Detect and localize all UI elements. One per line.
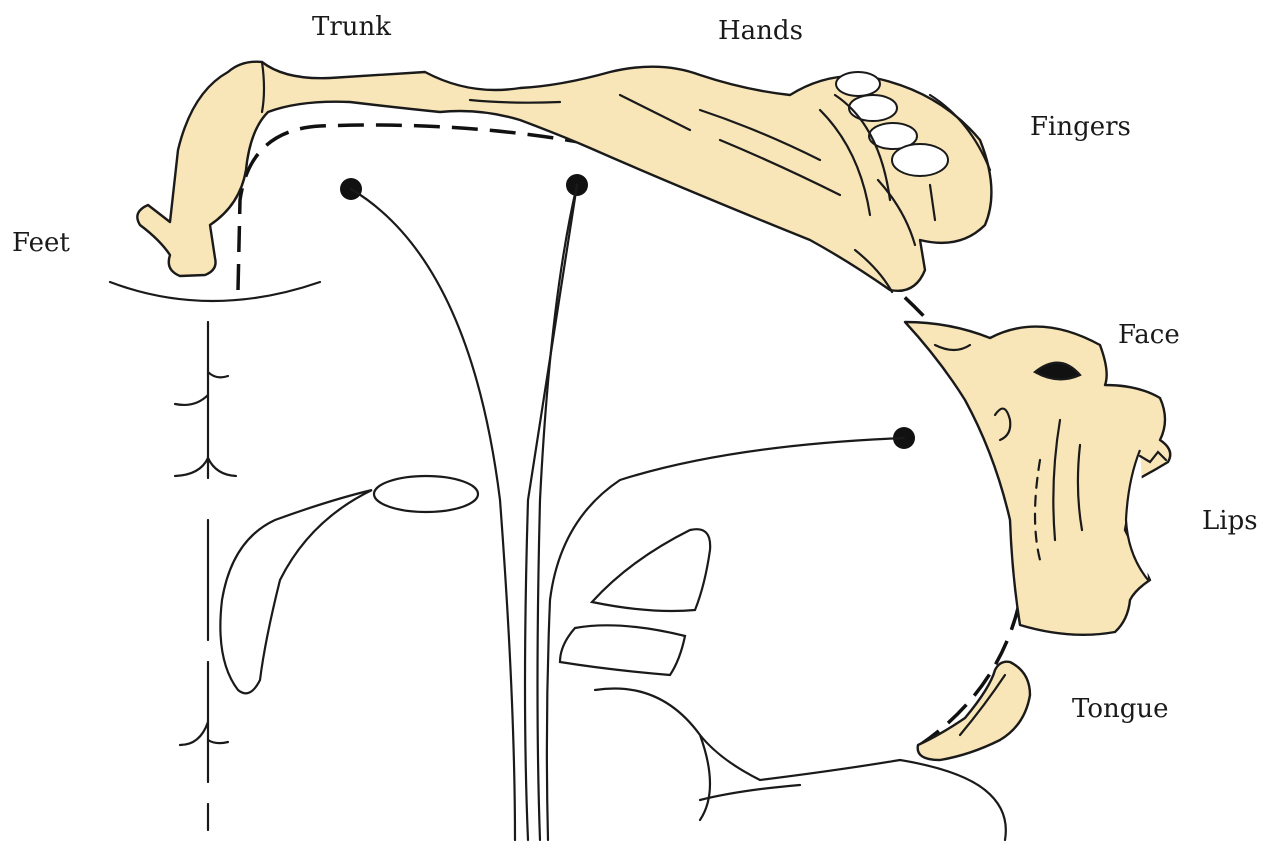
midline-tick-1 (208, 372, 228, 377)
lateral-ventricle (220, 490, 372, 693)
label-hands: Hands (718, 16, 803, 46)
fibre-hands-outer (538, 185, 578, 840)
finger-nail-2 (849, 95, 897, 121)
label-tongue: Tongue (1072, 694, 1169, 724)
finger-nail-1 (836, 72, 880, 96)
finger-nail-4 (892, 144, 948, 176)
fibre-trunk (351, 189, 515, 840)
feet-arc (110, 282, 320, 301)
nucleus-upper (592, 529, 710, 611)
label-feet: Feet (12, 228, 70, 258)
midline-tick-4 (208, 458, 236, 476)
label-fingers: Fingers (1030, 112, 1131, 142)
label-lips: Lips (1202, 506, 1258, 536)
midline-tick-5 (180, 722, 208, 745)
fibre-hands-inner (525, 185, 577, 840)
midline-tick-3 (175, 458, 208, 476)
midline-tick-2 (175, 395, 208, 405)
midline-tick-6 (208, 740, 228, 743)
temporal-lobe-inner (700, 785, 800, 800)
label-face: Face (1118, 320, 1180, 350)
tongue-figure (918, 662, 1030, 760)
label-trunk: Trunk (312, 12, 391, 42)
temporal-lobe (595, 688, 1006, 840)
nucleus-lower (560, 625, 685, 675)
caudate-nucleus (374, 476, 478, 512)
